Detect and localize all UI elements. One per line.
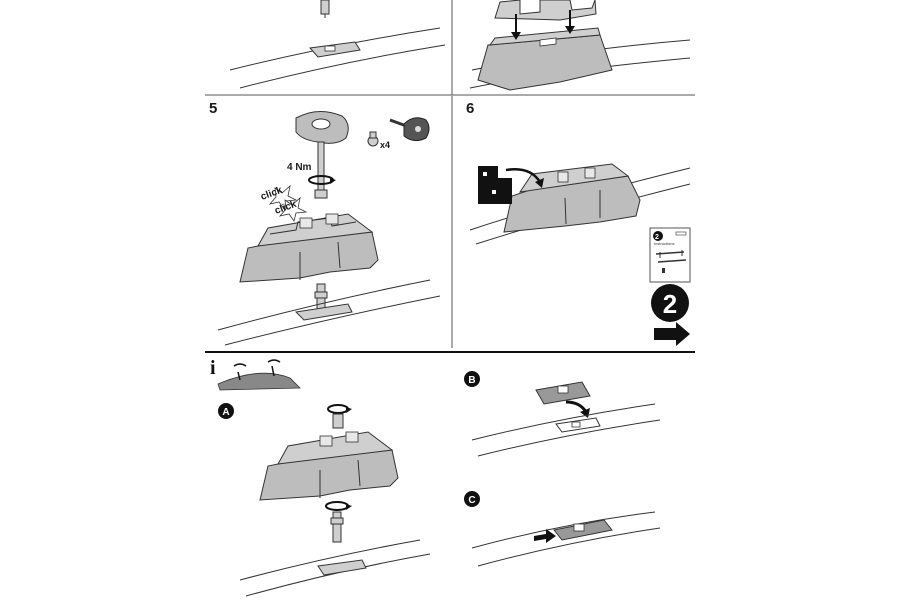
torque-label: 4 Nm xyxy=(287,162,312,173)
roof-plate xyxy=(294,303,353,321)
upper-bracket xyxy=(494,0,597,21)
section-b-letter: B xyxy=(468,375,475,386)
step-6-panel: 2 Instructions 2 xyxy=(469,163,691,346)
foot-a xyxy=(259,449,399,501)
section-b-badge xyxy=(464,371,480,387)
mounted-foot xyxy=(503,175,641,233)
pin-shaft xyxy=(320,0,330,15)
next-booklet-thumbnail: 2 Instructions xyxy=(649,227,691,283)
cover-cap xyxy=(478,166,512,204)
top-left-panel xyxy=(229,0,446,89)
section-a-badge xyxy=(218,403,234,419)
rotate-arrow-bottom-icon xyxy=(325,501,349,511)
section-c-letter: C xyxy=(468,495,475,506)
pin-a xyxy=(332,511,342,543)
section-a-panel xyxy=(239,404,431,597)
top-right-panel xyxy=(469,0,691,91)
step-6-number: 6 xyxy=(466,100,474,117)
info-icon: i xyxy=(210,357,216,379)
foot-base xyxy=(477,34,613,91)
roof-profile-icon xyxy=(217,372,301,391)
step-5-panel: 4 Nm click click x4 xyxy=(217,111,441,346)
next-booklet-badge xyxy=(651,284,689,322)
section-b-panel xyxy=(471,381,661,457)
next-arrow-icon xyxy=(654,322,690,346)
info-section: i xyxy=(210,357,301,391)
click-burst-icon xyxy=(268,184,308,222)
screw-quantity: x4 xyxy=(380,140,390,150)
mini-booklet-title: Instructions xyxy=(654,241,674,246)
insert-arrow-icon xyxy=(505,168,542,183)
drop-arrow-icon xyxy=(565,400,588,413)
roof-foot xyxy=(239,231,379,283)
mini-booklet-number: 2 xyxy=(655,234,659,241)
rotate-arrow-top-icon xyxy=(327,404,349,414)
push-arrow-icon xyxy=(534,529,556,543)
next-booklet-number: 2 xyxy=(663,289,677,319)
step-5-number: 5 xyxy=(209,100,217,117)
section-a-letter: A xyxy=(222,407,229,418)
section-c-badge xyxy=(464,491,480,507)
torque-key-shaft xyxy=(317,141,325,195)
section-c-panel xyxy=(471,511,661,567)
plate-a xyxy=(317,559,367,576)
tool-inset: x4 xyxy=(367,117,430,150)
